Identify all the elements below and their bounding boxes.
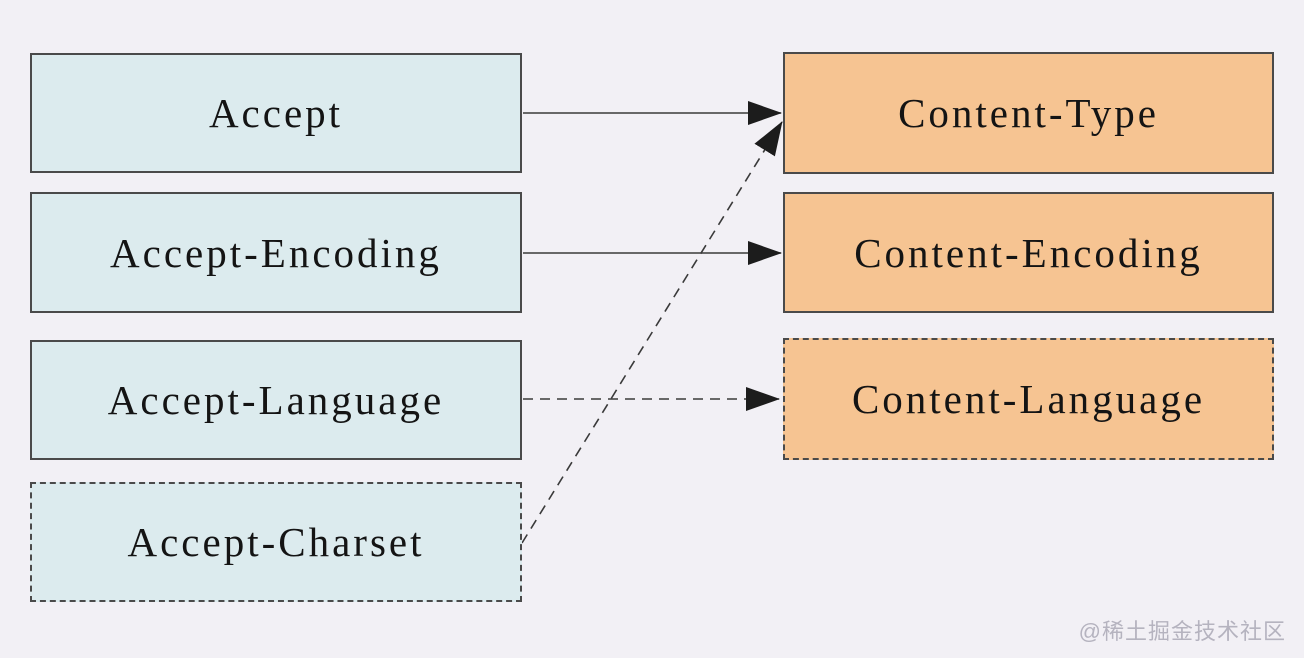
node-accept-language-label: Accept-Language (107, 377, 445, 423)
arrow-accept-charset-to-content-type (521, 121, 783, 544)
node-accept-charset-label: Accept-Charset (127, 519, 425, 565)
node-content-language: Content-Language (783, 338, 1274, 460)
node-accept-charset: Accept-Charset (30, 482, 522, 602)
node-accept-encoding: Accept-Encoding (30, 192, 522, 313)
node-content-type-label: Content-Type (898, 90, 1159, 136)
node-content-encoding-label: Content-Encoding (854, 229, 1203, 276)
node-accept-label: Accept (208, 90, 344, 136)
node-accept-language: Accept-Language (30, 340, 522, 460)
node-content-encoding: Content-Encoding (783, 192, 1274, 313)
node-accept-encoding-label: Accept-Encoding (110, 229, 442, 276)
node-content-language-label: Content-Language (851, 376, 1206, 422)
node-accept: Accept (30, 53, 522, 173)
node-content-type: Content-Type (783, 52, 1274, 174)
watermark: @稀土掘金技术社区 (1078, 619, 1286, 644)
